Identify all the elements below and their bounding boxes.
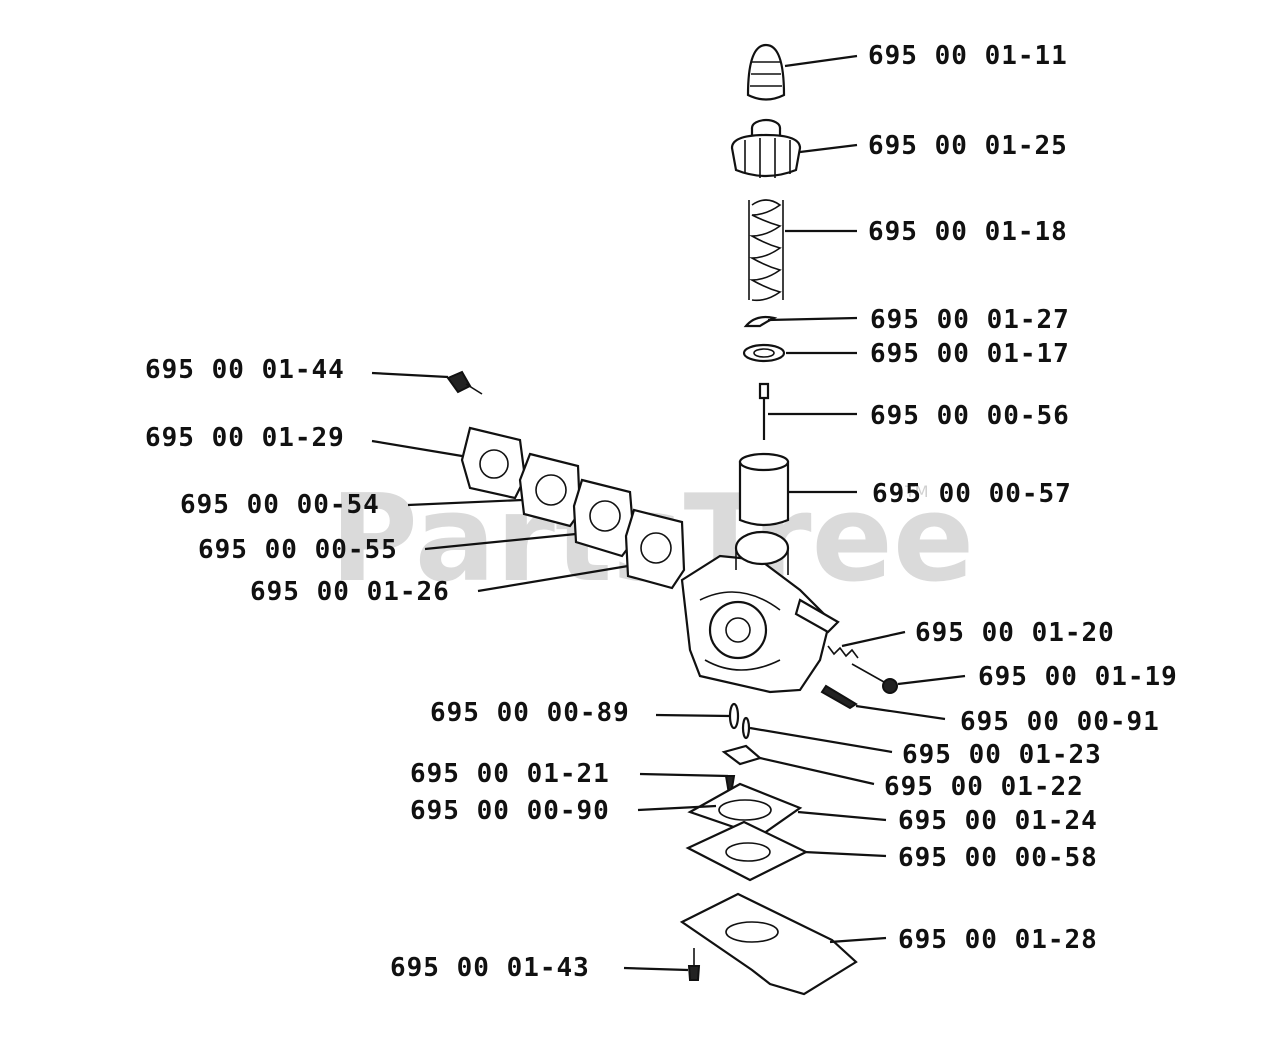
part-pump-cover <box>460 426 527 500</box>
part-label-00-55: 695 00 00-55 <box>198 535 398 565</box>
part-gasket-26 <box>624 508 686 590</box>
part-cover-plate <box>679 892 858 996</box>
watermark-tm: TM <box>904 482 929 501</box>
part-label-01-21: 695 00 01-21 <box>410 759 610 789</box>
part-lever <box>721 744 763 766</box>
part-label-00-58: 695 00 00-58 <box>898 843 1098 873</box>
part-label-01-26: 695 00 01-26 <box>250 577 450 607</box>
part-spring <box>748 199 784 302</box>
part-drawings <box>446 43 898 996</box>
part-label-01-19: 695 00 01-19 <box>978 662 1178 692</box>
part-label-01-18: 695 00 01-18 <box>868 217 1068 247</box>
part-label-01-17: 695 00 01-17 <box>870 339 1070 369</box>
part-carburetor-body <box>680 530 840 694</box>
part-oring-23 <box>741 716 751 740</box>
part-needle <box>758 382 770 440</box>
part-adjust-nut <box>730 118 802 178</box>
part-label-01-23: 695 00 01-23 <box>902 740 1102 770</box>
part-label-01-28: 695 00 01-28 <box>898 925 1098 955</box>
part-label-00-91: 695 00 00-91 <box>960 707 1160 737</box>
part-screw-44 <box>446 370 483 395</box>
part-label-01-27: 695 00 01-27 <box>870 305 1070 335</box>
part-label-01-11: 695 00 01-11 <box>868 41 1068 71</box>
part-cylinder <box>738 452 790 527</box>
part-oring-89 <box>728 702 740 730</box>
part-diaphragm-55 <box>572 478 636 558</box>
part-clip <box>743 315 778 328</box>
part-label-00-54: 695 00 00-54 <box>180 490 380 520</box>
part-label-01-25: 695 00 01-25 <box>868 131 1068 161</box>
leader-lines <box>371 54 966 972</box>
part-labels: 695 00 01-11 695 00 01-25 695 00 01-18 6… <box>145 41 1178 983</box>
part-cap <box>746 43 786 101</box>
part-ring <box>742 343 786 363</box>
part-needle-91 <box>820 684 858 710</box>
part-small-spring <box>827 645 859 659</box>
part-gasket-58 <box>685 820 809 882</box>
part-screw-19 <box>851 663 898 694</box>
part-screw-43 <box>687 948 701 981</box>
part-label-01-22: 695 00 01-22 <box>884 772 1084 802</box>
part-label-01-29: 695 00 01-29 <box>145 423 345 453</box>
part-label-01-24: 695 00 01-24 <box>898 806 1098 836</box>
part-label-00-90: 695 00 00-90 <box>410 796 610 826</box>
part-label-00-56: 695 00 00-56 <box>870 401 1070 431</box>
part-label-00-89: 695 00 00-89 <box>430 698 630 728</box>
part-label-01-20: 695 00 01-20 <box>915 618 1115 648</box>
part-gasket-54 <box>518 452 582 528</box>
part-label-00-57: 695 00 00-57 <box>872 479 1072 509</box>
part-label-01-43: 695 00 01-43 <box>390 953 590 983</box>
part-label-01-44: 695 00 01-44 <box>145 355 345 385</box>
